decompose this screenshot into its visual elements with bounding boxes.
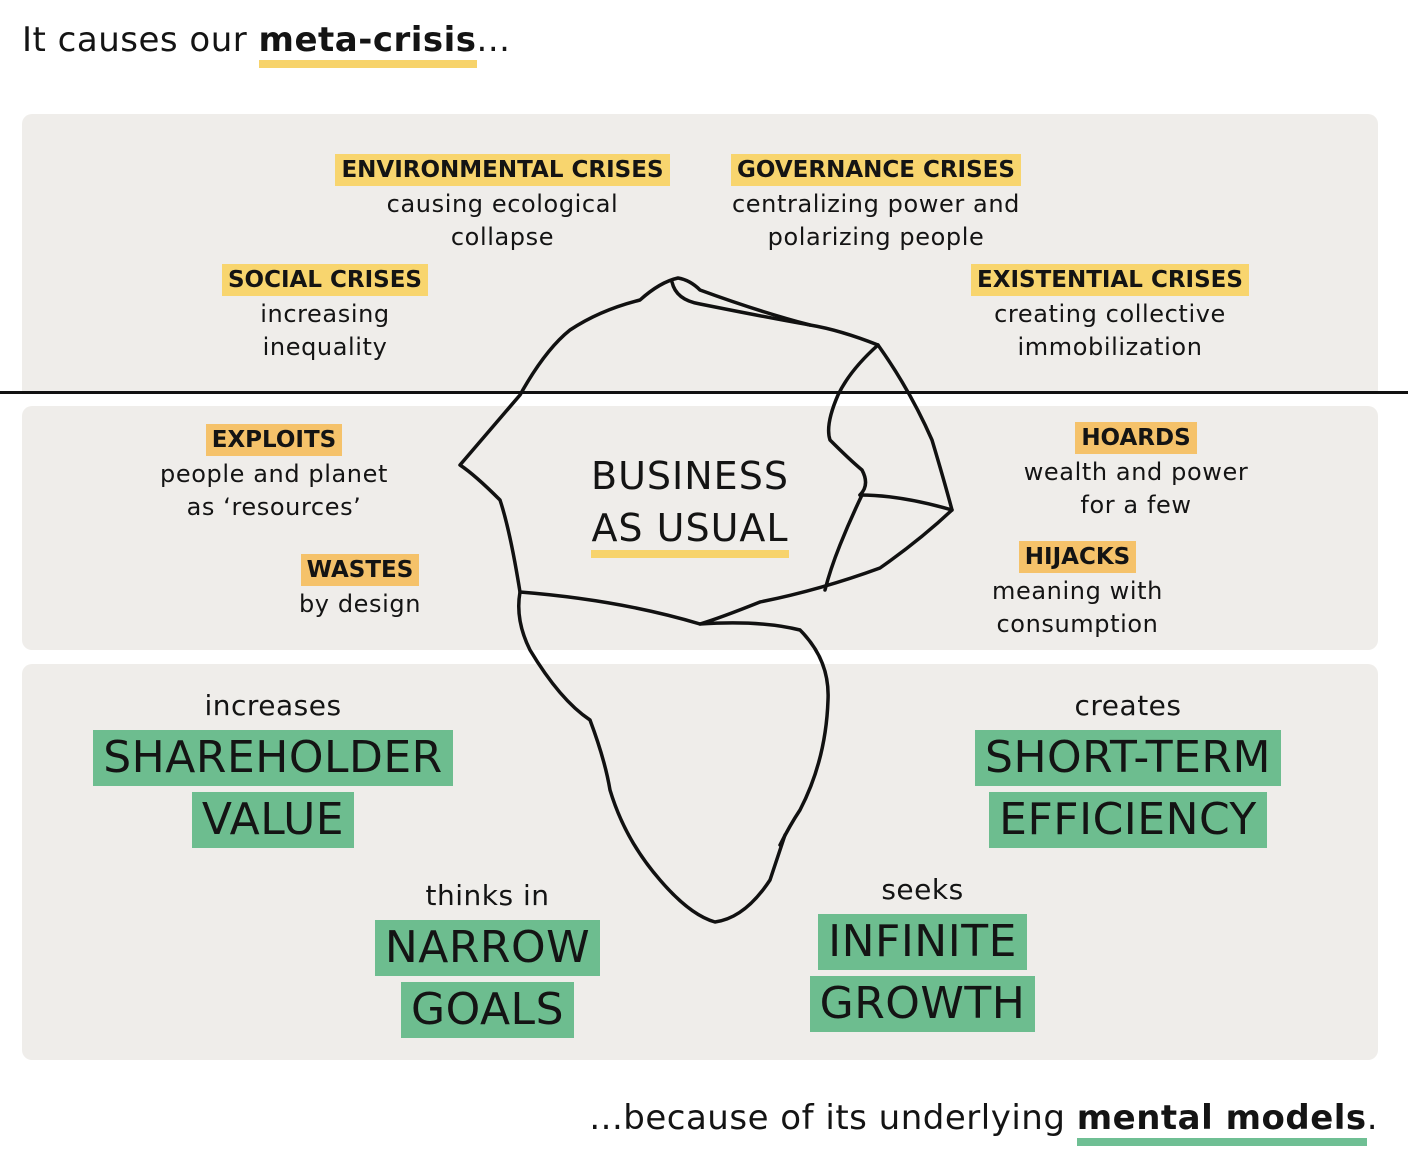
- crisis-environmental-tag: ENVIRONMENTAL CRISES: [335, 154, 670, 186]
- footer-highlight: mental models: [1076, 1098, 1367, 1146]
- model-shortterm-line1: SHORT-TERM: [975, 730, 1281, 786]
- center-title: BUSINESS AS USUAL: [560, 450, 820, 558]
- behavior-wastes-desc: by design: [298, 590, 422, 618]
- title-prefix: It causes our: [22, 20, 259, 60]
- center-title-line2: AS USUAL: [591, 506, 789, 558]
- iceberg-outline: [458, 276, 954, 626]
- behavior-exploits-desc: people and planet as ‘resources’: [160, 460, 388, 521]
- behavior-wastes-tag: WASTES: [300, 554, 420, 586]
- iceberg-ridge-1: [670, 280, 812, 327]
- iceberg-ridge-2: [826, 343, 880, 497]
- panel-above-surface: [22, 114, 1378, 392]
- crisis-environmental: ENVIRONMENTAL CRISES causing ecological …: [330, 154, 675, 254]
- crisis-governance-tag: GOVERNANCE CRISES: [731, 154, 1021, 186]
- iceberg-ridge-4: [823, 493, 864, 592]
- behavior-wastes: WASTES by design: [285, 554, 435, 621]
- model-infinite-line2: GROWTH: [809, 976, 1036, 1032]
- iceberg-ridge-6: [698, 621, 830, 847]
- page-title: It causes our meta-crisis...: [22, 20, 511, 68]
- footer-suffix: .: [1366, 1098, 1378, 1138]
- model-narrow-line1: NARROW: [374, 920, 601, 976]
- footer-prefix: ...because of its underlying: [589, 1098, 1077, 1138]
- crisis-existential-tag: EXISTENTIAL CRISES: [971, 264, 1249, 296]
- crisis-governance-desc: centralizing power and polarizing people: [732, 190, 1020, 251]
- model-narrow-line2: GOALS: [401, 982, 574, 1038]
- crisis-existential: EXISTENTIAL CRISES creating collective i…: [960, 264, 1260, 364]
- crisis-social: SOCIAL CRISES increasing inequality: [210, 264, 440, 364]
- model-shortterm-verb: creates: [1074, 689, 1182, 722]
- crisis-environmental-desc: causing ecological collapse: [386, 190, 619, 251]
- iceberg-ridge-5: [517, 590, 787, 924]
- model-shareholder-line1: SHAREHOLDER: [93, 730, 453, 786]
- behavior-exploits-tag: EXPLOITS: [205, 424, 343, 456]
- crisis-governance: GOVERNANCE CRISES centralizing power and…: [720, 154, 1032, 254]
- model-infinite-verb: seeks: [881, 873, 964, 906]
- model-shareholder-line2: VALUE: [191, 792, 355, 848]
- title-suffix: ...: [476, 20, 511, 60]
- title-highlight: meta-crisis: [258, 20, 477, 68]
- behavior-hoards: HOARDS wealth and power for a few: [1010, 422, 1262, 522]
- model-narrow-goals: thinks in NARROW GOALS: [355, 878, 620, 1044]
- model-infinite-line1: INFINITE: [818, 914, 1027, 970]
- behavior-hijacks: HIJACKS meaning with consumption: [980, 541, 1175, 641]
- crisis-social-desc: increasing inequality: [260, 300, 390, 361]
- behavior-exploits: EXPLOITS people and planet as ‘resources…: [150, 424, 398, 524]
- center-title-line1: BUSINESS: [591, 454, 789, 498]
- crisis-existential-desc: creating collective immobilization: [994, 300, 1226, 361]
- model-narrow-verb: thinks in: [425, 879, 550, 912]
- behavior-hoards-desc: wealth and power for a few: [1023, 458, 1249, 519]
- model-shortterm-line2: EFFICIENCY: [989, 792, 1267, 848]
- model-infinite-growth: seeks INFINITE GROWTH: [800, 872, 1045, 1038]
- waterline: [0, 391, 1408, 394]
- footer-caption: ...because of its underlying mental mode…: [589, 1098, 1378, 1146]
- model-short-term-efficiency: creates SHORT-TERM EFFICIENCY: [960, 688, 1296, 854]
- model-shareholder-verb: increases: [204, 689, 342, 722]
- iceberg-ridge-3: [858, 493, 954, 512]
- crisis-social-tag: SOCIAL CRISES: [221, 264, 428, 296]
- behavior-hijacks-desc: meaning with consumption: [992, 577, 1163, 638]
- model-shareholder-value: increases SHAREHOLDER VALUE: [80, 688, 466, 854]
- behavior-hoards-tag: HOARDS: [1075, 422, 1197, 454]
- behavior-hijacks-tag: HIJACKS: [1018, 541, 1137, 573]
